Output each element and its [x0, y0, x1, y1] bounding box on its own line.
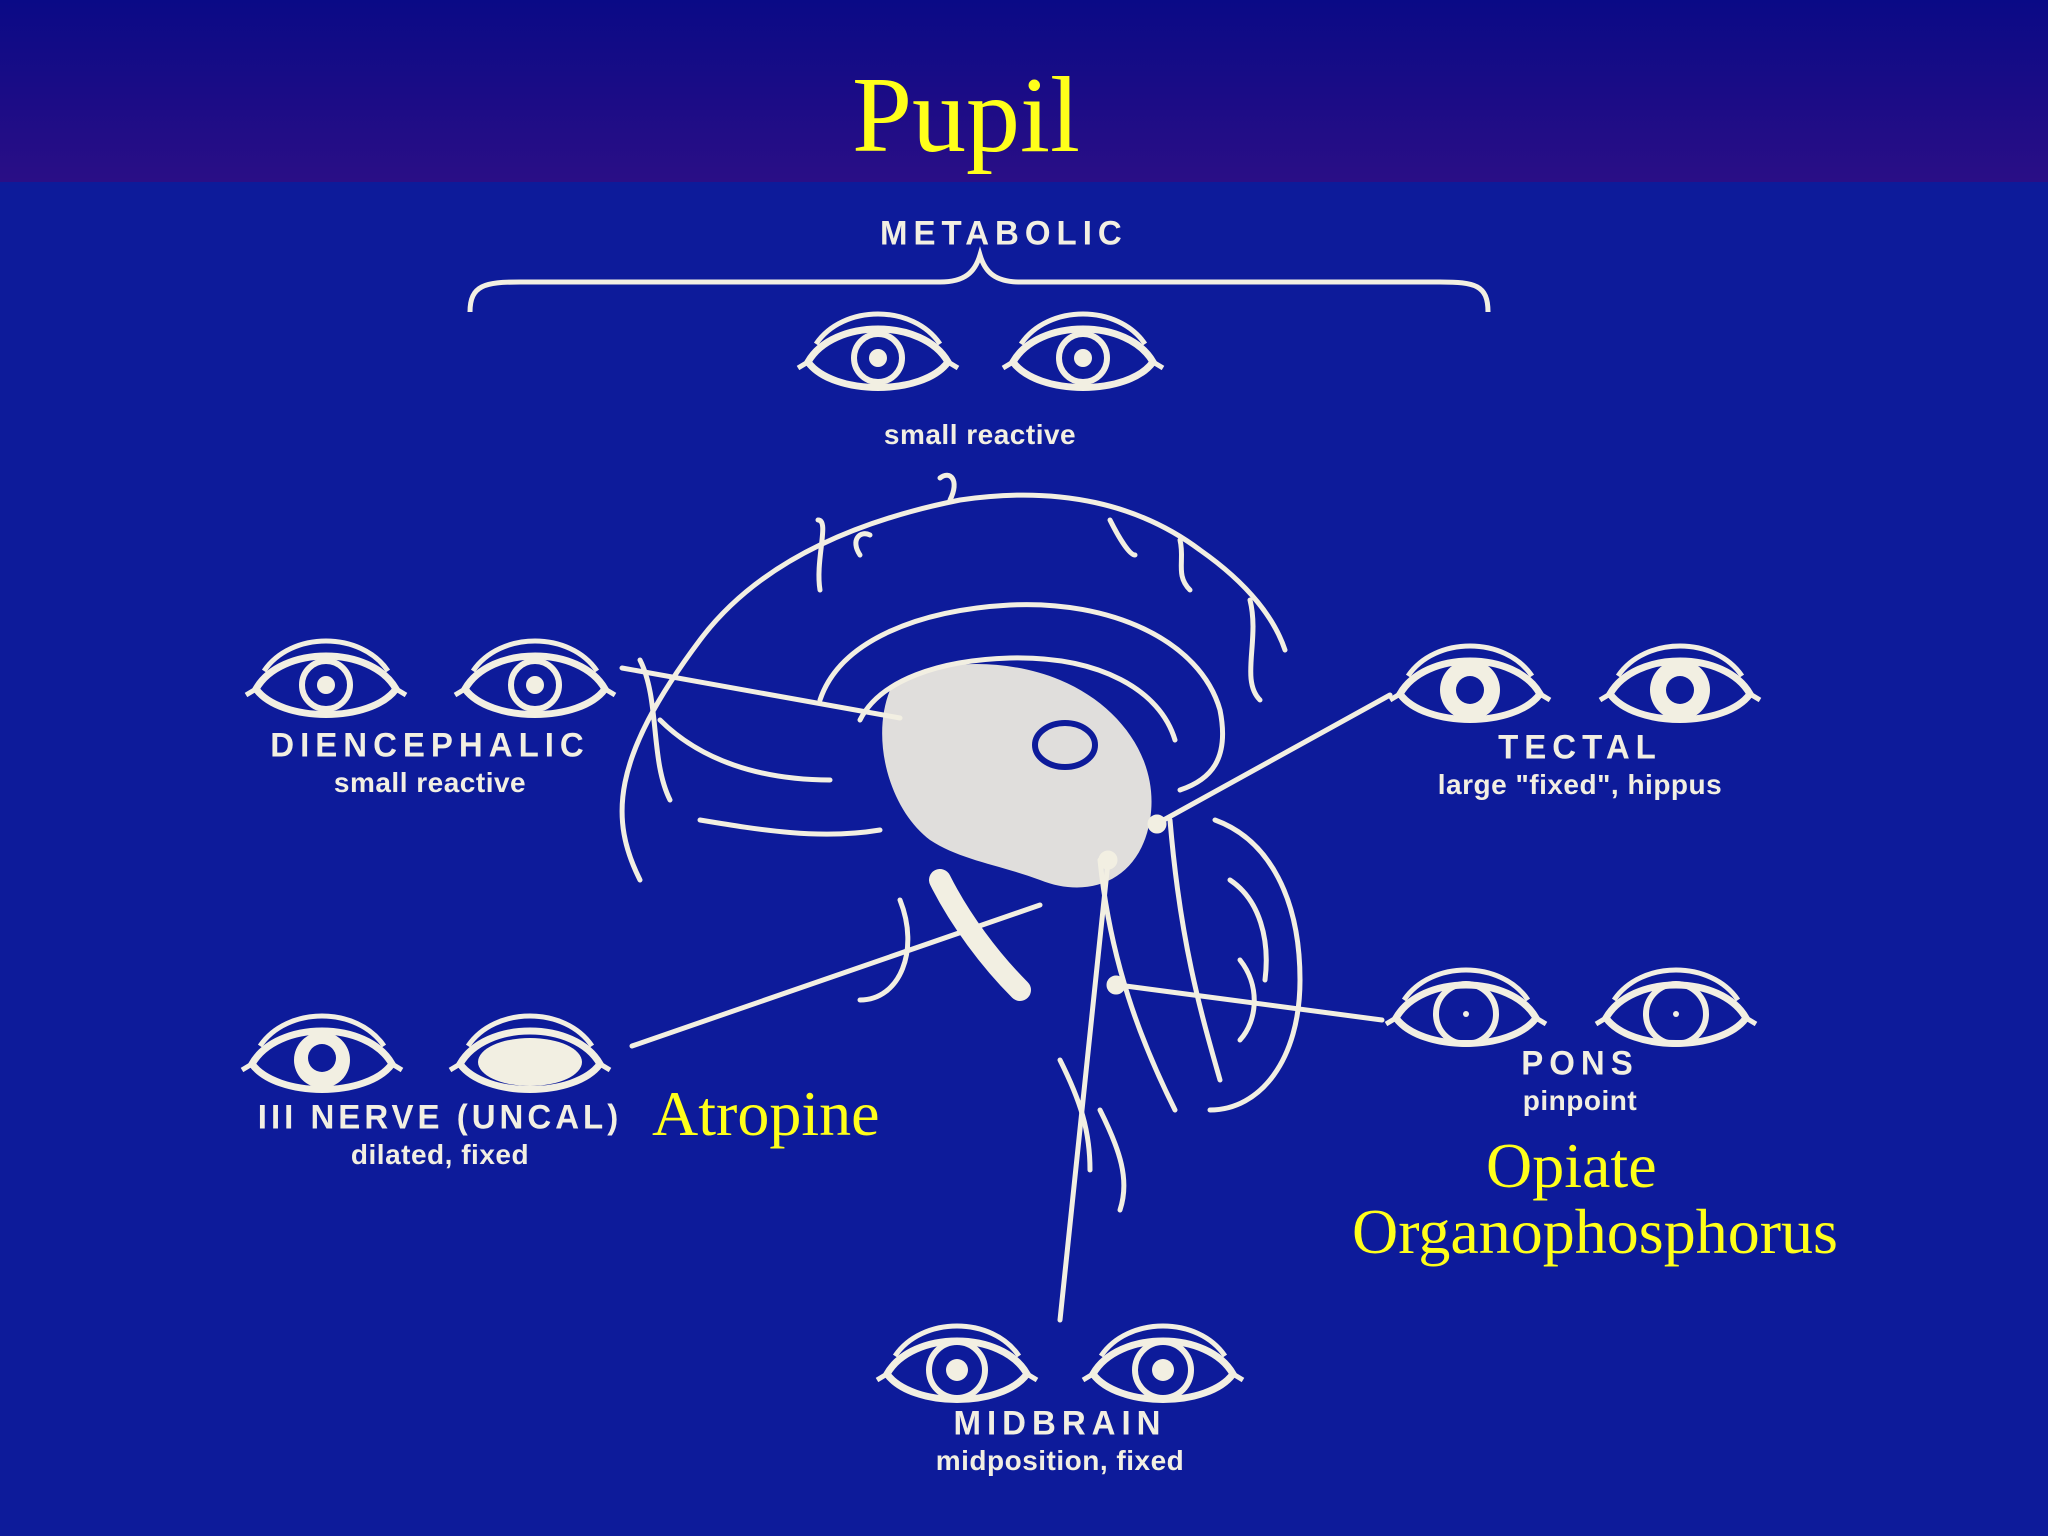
label-diencephalic-name: DIENCEPHALIC [270, 725, 590, 764]
slide-title: Pupil [851, 56, 1081, 175]
eye-icon [246, 641, 406, 715]
label-metabolic-desc-text: small reactive [883, 419, 1077, 450]
metabolic-brace [467, 246, 1491, 313]
label-pons-name: PONS [1521, 1043, 1639, 1082]
label-pons-desc: pinpoint [1522, 1085, 1638, 1116]
label-third-nerve: III NERVE (UNCAL) dilated, fixed [240, 1097, 640, 1170]
eye-icon [1003, 314, 1163, 388]
header-band [0, 0, 2048, 182]
label-tectal: TECTAL large "fixed", hippus [1400, 727, 1760, 800]
annotation-organophosphorus: Organophosphorus [1352, 1196, 1838, 1267]
label-metabolic: METABOLIC [880, 213, 1128, 252]
label-tectal-desc: large "fixed", hippus [1437, 769, 1723, 800]
label-midbrain-desc: midposition, fixed [935, 1445, 1185, 1476]
annotation-atropine: Atropine [652, 1078, 880, 1149]
eye-icon [1386, 970, 1546, 1047]
eye-icon [1083, 1326, 1243, 1400]
label-midbrain: MIDBRAIN midposition, fixed [880, 1403, 1240, 1476]
eye-icon [1600, 646, 1760, 720]
label-tectal-name: TECTAL [1498, 727, 1662, 766]
eye-icon [877, 1326, 1037, 1400]
eye-icon [455, 641, 615, 715]
label-third-nerve-name: III NERVE (UNCAL) [257, 1097, 623, 1136]
eye-icon [242, 1016, 402, 1090]
label-metabolic-desc: small reactive [860, 413, 1100, 449]
label-midbrain-name: MIDBRAIN [953, 1403, 1167, 1442]
label-metabolic-name: METABOLIC [880, 213, 1128, 252]
label-diencephalic-desc: small reactive [333, 767, 527, 798]
label-diencephalic: DIENCEPHALIC small reactive [260, 725, 600, 798]
eye-icon [1596, 970, 1756, 1047]
label-pons: PONS pinpoint [1480, 1043, 1680, 1116]
eye-icon [798, 314, 958, 388]
eye-icon [1390, 646, 1550, 720]
eye-icon [450, 1016, 610, 1090]
annotation-opiate: Opiate [1486, 1130, 1657, 1201]
label-third-nerve-desc: dilated, fixed [350, 1139, 530, 1170]
